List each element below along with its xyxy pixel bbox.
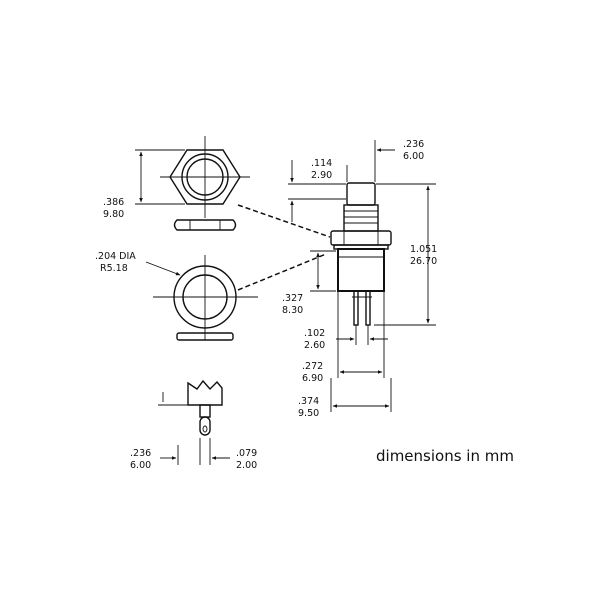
nut-across-in: .386: [103, 197, 124, 208]
hole-dia-in: .204 DIA: [95, 251, 136, 262]
assembly-guide-lines: [237, 204, 331, 291]
pin-gap-in: .102: [304, 328, 325, 339]
cap-width-in: .236: [403, 139, 424, 150]
cap-height-in: .114: [311, 158, 332, 169]
cap-height-mm: 2.90: [311, 170, 332, 181]
hex-nut-side-view: [173, 219, 237, 231]
units-note: dimensions in mm: [376, 447, 514, 465]
washer-top-view: [153, 255, 258, 340]
pushbutton-side-view: [330, 182, 392, 326]
body-width-in: .272: [302, 361, 323, 372]
solder-lug-detail: [187, 379, 223, 436]
cap-width-mm: 6.00: [403, 151, 424, 162]
dim-cap-width: .236 6.00: [346, 139, 424, 182]
dim-lug-height: .236 6.00: [130, 438, 201, 471]
dim-nut-across-flats: .386 9.80: [103, 149, 185, 220]
dim-cap-height: .114 2.90: [288, 158, 346, 222]
dim-body-width: .272 6.90: [302, 292, 385, 384]
hole-dia-mm: R5.18: [100, 263, 128, 274]
dim-nut-width: .374 9.50: [298, 378, 392, 419]
lug-height-mm: 6.00: [130, 460, 151, 471]
nut-across-mm: 9.80: [103, 209, 124, 220]
dim-hole-dia: .204 DIA R5.18: [95, 251, 181, 276]
pin-gap-mm: 2.60: [304, 340, 325, 351]
dim-lug-top-extension: [158, 392, 188, 406]
dim-lug-width: .079 2.00: [209, 438, 257, 471]
dim-body-height: .327 8.30: [282, 250, 336, 316]
total-height-mm: 26.70: [410, 256, 437, 267]
hex-nut-top-view: [160, 136, 250, 218]
dim-pin-gap: .102 2.60: [304, 325, 388, 351]
total-height-in: 1.051: [410, 244, 437, 255]
washer-side-view: [176, 332, 234, 341]
dim-total-height: 1.051 26.70: [374, 183, 437, 326]
body-width-mm: 6.90: [302, 373, 323, 384]
lug-height-in: .236: [130, 448, 151, 459]
body-height-mm: 8.30: [282, 305, 303, 316]
lug-width-in: .079: [236, 448, 257, 459]
nut-width-mm: 9.50: [298, 408, 319, 419]
nut-width-in: .374: [298, 396, 319, 407]
body-height-in: .327: [282, 293, 303, 304]
lug-width-mm: 2.00: [236, 460, 257, 471]
